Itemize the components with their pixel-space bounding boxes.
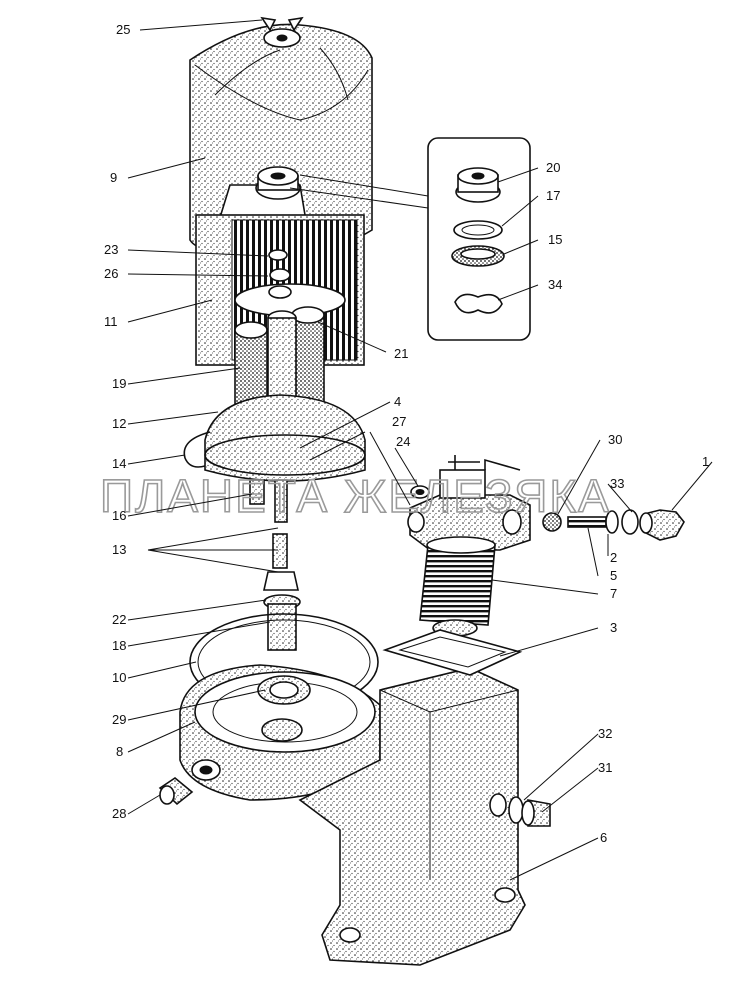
- plug-part-28: [158, 777, 194, 806]
- callout-1: 1: [702, 454, 709, 469]
- mounting-bracket: [298, 667, 526, 966]
- callout-11: 11: [104, 314, 118, 329]
- callout-32: 32: [598, 726, 612, 741]
- valve-cartridge-part-7: [419, 536, 496, 637]
- gasket-part-3: [382, 629, 523, 676]
- callout-9: 9: [110, 170, 117, 185]
- callout-13: 13: [112, 542, 126, 557]
- plug-part-1: [639, 509, 685, 541]
- ball-part-30: [542, 512, 562, 532]
- callout-3: 3: [610, 620, 617, 635]
- callout-34: 34: [548, 277, 562, 292]
- callout-5: 5: [610, 568, 617, 583]
- callout-25: 25: [116, 22, 130, 37]
- washer-part-32: [508, 796, 524, 824]
- filter-element: [195, 214, 365, 366]
- callout-12: 12: [112, 416, 126, 431]
- callout-31: 31: [598, 760, 612, 775]
- washer-part-2: [605, 510, 619, 534]
- callout-22: 22: [112, 612, 126, 627]
- filter-base-body: [179, 664, 381, 801]
- callout-16: 16: [112, 508, 126, 523]
- callout-33: 33: [610, 476, 624, 491]
- callout-15: 15: [548, 232, 562, 247]
- callout-10: 10: [112, 670, 126, 685]
- callout-8: 8: [116, 744, 123, 759]
- callout-19: 19: [112, 376, 126, 391]
- callout-27: 27: [392, 414, 406, 429]
- callout-21: 21: [394, 346, 408, 361]
- callout-7: 7: [610, 586, 617, 601]
- callout-labels: 25 9 20 17 15 34 23 26 11 21 19 12 4 27 …: [104, 22, 709, 845]
- callout-6: 6: [600, 830, 607, 845]
- valve-block: [407, 455, 531, 551]
- callout-4: 4: [394, 394, 401, 409]
- shaft-parts: [249, 479, 301, 651]
- top-nut-part-20-installed: [255, 166, 301, 200]
- callout-2: 2: [610, 550, 617, 565]
- leader-lines: [127, 19, 713, 881]
- callout-26: 26: [104, 266, 118, 281]
- filter-base-bowl: [183, 394, 366, 482]
- callout-24: 24: [396, 434, 410, 449]
- watermark: ПЛАНЕТА ЖЕЛЕЗЯКА: [100, 470, 611, 522]
- callout-17: 17: [546, 188, 560, 203]
- o-ring-part-33: [621, 509, 639, 535]
- plug-part-31: [521, 799, 551, 827]
- callout-28: 28: [112, 806, 126, 821]
- callout-14: 14: [112, 456, 126, 471]
- callout-29: 29: [112, 712, 126, 727]
- callout-18: 18: [112, 638, 126, 653]
- valve-washer-part-24: [410, 485, 430, 499]
- callout-30: 30: [608, 432, 622, 447]
- detail-inset: [289, 137, 531, 341]
- wing-nut-part-25: [260, 16, 304, 48]
- callout-20: 20: [546, 160, 560, 175]
- callout-23: 23: [104, 242, 118, 257]
